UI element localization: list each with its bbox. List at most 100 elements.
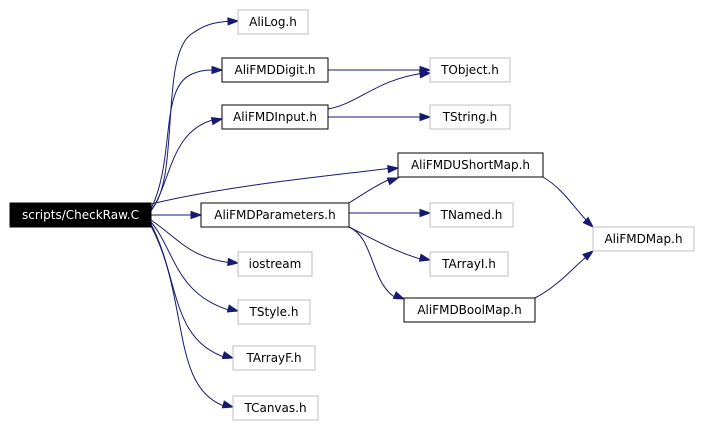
edge-fmdparams-to-ushortmap (348, 177, 400, 204)
node-label: TObject.h (440, 63, 499, 77)
edge-line (150, 223, 228, 359)
node-label: TString.h (442, 110, 498, 124)
node-ushortmap[interactable]: AliFMDUShortMap.h (397, 152, 544, 178)
node-label: AliFMDDigit.h (234, 63, 315, 77)
node-tstyle: TStyle.h (237, 299, 311, 325)
node-tcanvas: TCanvas.h (232, 395, 319, 421)
node-label: TCanvas.h (243, 401, 306, 415)
node-label: AliFMDParameters.h (214, 208, 335, 222)
arrowhead (210, 117, 224, 126)
edge-root-to-fmddigit (150, 65, 224, 210)
arrowhead (221, 400, 235, 409)
arrowhead (419, 70, 432, 79)
edge-root-to-fmdinput (150, 117, 224, 212)
node-label: AliLog.h (249, 15, 297, 29)
node-box (429, 251, 509, 277)
node-box (429, 202, 514, 228)
edge-root-to-alilog (150, 17, 240, 211)
node-label: AliFMDInput.h (233, 110, 317, 124)
node-box (403, 297, 536, 323)
node-label: AliFMDMap.h (604, 232, 682, 246)
node-box (237, 9, 309, 35)
edge-line (327, 72, 425, 110)
edge-boolmap-to-fmdmap (534, 250, 595, 299)
edge-line (348, 177, 393, 204)
edge-line (348, 226, 399, 300)
node-box (200, 202, 350, 228)
arrowhead (392, 291, 406, 300)
node-fmdinput[interactable]: AliFMDInput.h (221, 104, 329, 130)
edge-fmdparams-to-boolmap (348, 226, 406, 300)
node-label: TStyle.h (249, 305, 299, 319)
arrowhead (221, 351, 235, 360)
node-box (221, 57, 329, 83)
node-box (592, 226, 695, 252)
edge-root-to-tcanvas (150, 225, 235, 409)
edge-line (534, 253, 591, 299)
node-label: iostream (249, 257, 302, 271)
node-alilog: AliLog.h (237, 9, 309, 35)
edge-line (150, 225, 228, 408)
node-tobject: TObject.h (429, 57, 511, 83)
node-tnamed: TNamed.h (429, 202, 514, 228)
edge-line (542, 176, 591, 225)
edge-fmdparams-to-tnamed (349, 208, 432, 218)
edge-line (150, 219, 233, 264)
node-label: AliFMDUShortMap.h (411, 158, 530, 172)
node-tarrayf: TArrayF.h (232, 345, 316, 371)
node-box (397, 152, 544, 178)
edge-root-to-tarrayf (150, 223, 235, 360)
node-box (232, 345, 316, 371)
edge-line (150, 20, 233, 211)
arrowhead (226, 304, 240, 313)
arrowhead (418, 253, 432, 262)
node-box (221, 104, 329, 130)
arrowhead (211, 65, 224, 75)
node-label: scripts/CheckRaw.C (22, 208, 139, 222)
node-box (429, 57, 511, 83)
edge-line (150, 69, 217, 210)
edge-fmdinput-to-tstring (328, 112, 432, 122)
edge-root-to-fmdparams (151, 210, 203, 220)
edge-root-to-iostream (150, 219, 240, 267)
arrowhead (190, 210, 203, 220)
edge-root-to-tstyle (150, 221, 240, 313)
node-fmdmap: AliFMDMap.h (592, 226, 695, 252)
edge-line (150, 167, 393, 205)
node-box (237, 299, 311, 325)
edge-line (150, 118, 217, 212)
edge-line (348, 226, 425, 261)
edges-layer (150, 17, 595, 409)
node-tstring: TString.h (429, 104, 511, 130)
node-root: scripts/CheckRaw.C (9, 202, 152, 228)
arrowhead (419, 112, 432, 122)
node-boolmap[interactable]: AliFMDBoolMap.h (403, 297, 536, 323)
node-label: AliFMDBoolMap.h (417, 303, 521, 317)
node-iostream: iostream (237, 251, 313, 277)
arrowhead (419, 208, 432, 218)
arrowhead (582, 216, 595, 229)
node-label: TArrayF.h (245, 351, 301, 365)
node-label: TNamed.h (440, 208, 503, 222)
edge-ushortmap-to-fmdmap (542, 176, 595, 229)
edge-fmdinput-to-tobject (327, 70, 432, 110)
arrowhead (386, 177, 400, 186)
node-box (429, 104, 511, 130)
node-fmdparams[interactable]: AliFMDParameters.h (200, 202, 350, 228)
edge-line (150, 221, 233, 312)
edge-fmdparams-to-tarrayi (348, 226, 432, 262)
arrowhead (227, 257, 240, 267)
node-fmddigit[interactable]: AliFMDDigit.h (221, 57, 329, 83)
node-box (9, 202, 152, 228)
arrowhead (387, 165, 400, 174)
node-box (232, 395, 319, 421)
node-tarrayi: TArrayI.h (429, 251, 509, 277)
edge-fmddigit-to-tobject (328, 65, 432, 75)
node-box (237, 251, 313, 277)
node-label: TArrayI.h (441, 257, 496, 271)
arrowhead (582, 250, 595, 261)
arrowhead (227, 17, 240, 26)
edge-root-to-ushortmap (150, 165, 400, 205)
